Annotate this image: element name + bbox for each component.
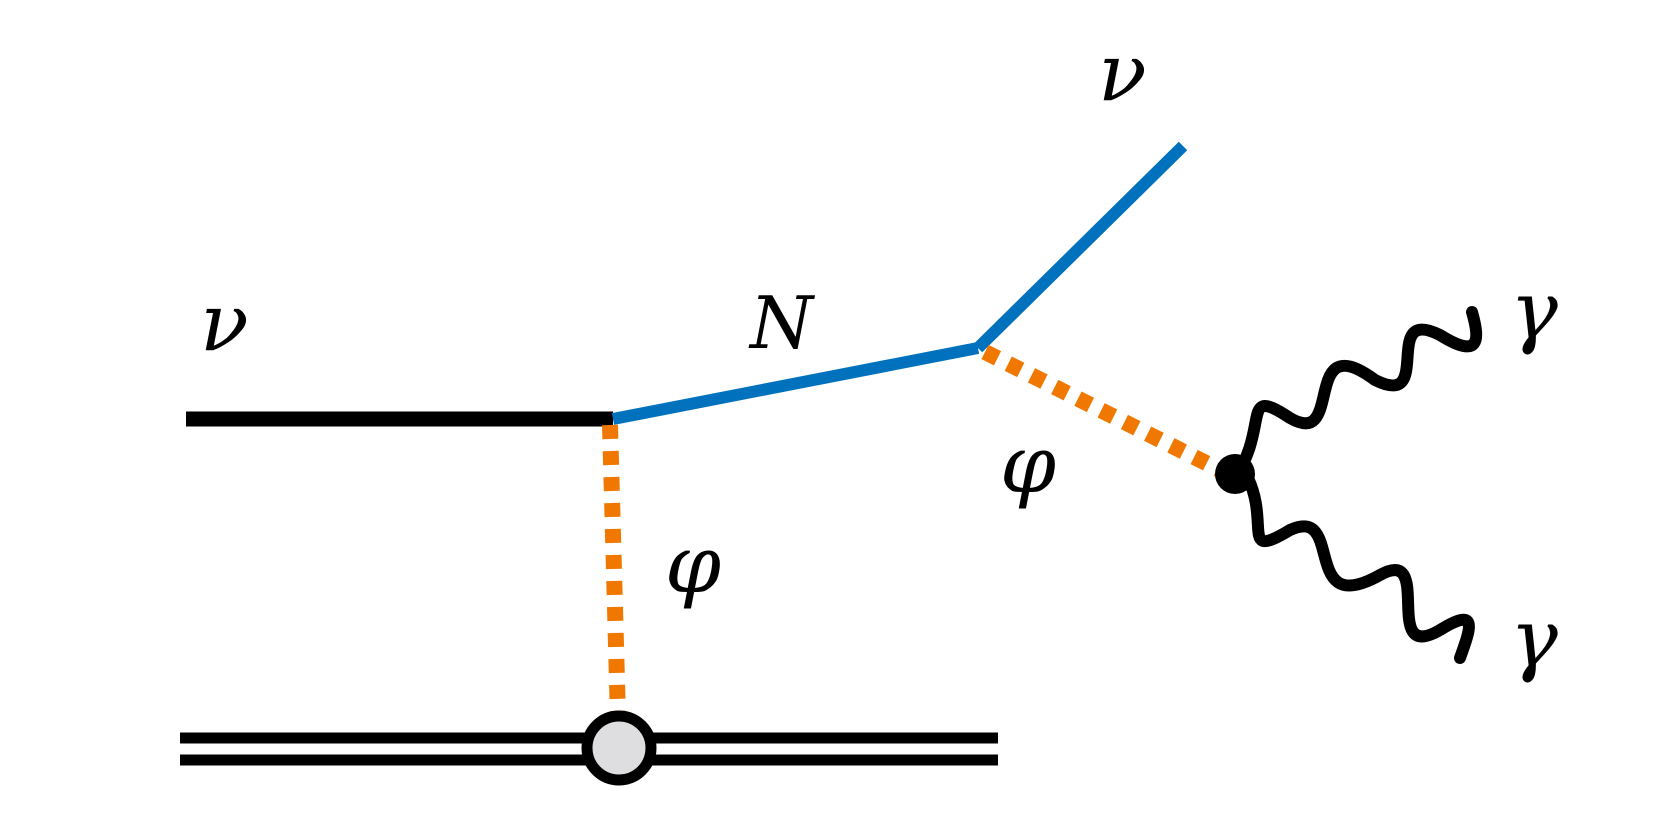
- label-gamma-lower: γ: [1510, 592, 1558, 685]
- label-gamma-upper: γ: [1510, 264, 1558, 357]
- outgoing-neutrino-line: [973, 141, 1188, 353]
- photon-lower-line: [1242, 472, 1475, 664]
- decay-vertex-dot: [1215, 454, 1255, 494]
- photon-upper-line: [1229, 306, 1483, 484]
- scalar-decay-line: [981, 344, 1224, 478]
- heavy-neutrino-line: [611, 342, 980, 425]
- label-phi-decay: φ: [1000, 418, 1056, 511]
- label-nu-in: ν: [200, 276, 249, 369]
- nucleus-vertex-blob: [581, 710, 657, 786]
- scalar-exchange-line: [602, 424, 626, 719]
- label-heavy-neutrino: N: [748, 281, 816, 365]
- label-nu-out: ν: [1098, 26, 1147, 119]
- label-phi-exchange: φ: [665, 518, 721, 611]
